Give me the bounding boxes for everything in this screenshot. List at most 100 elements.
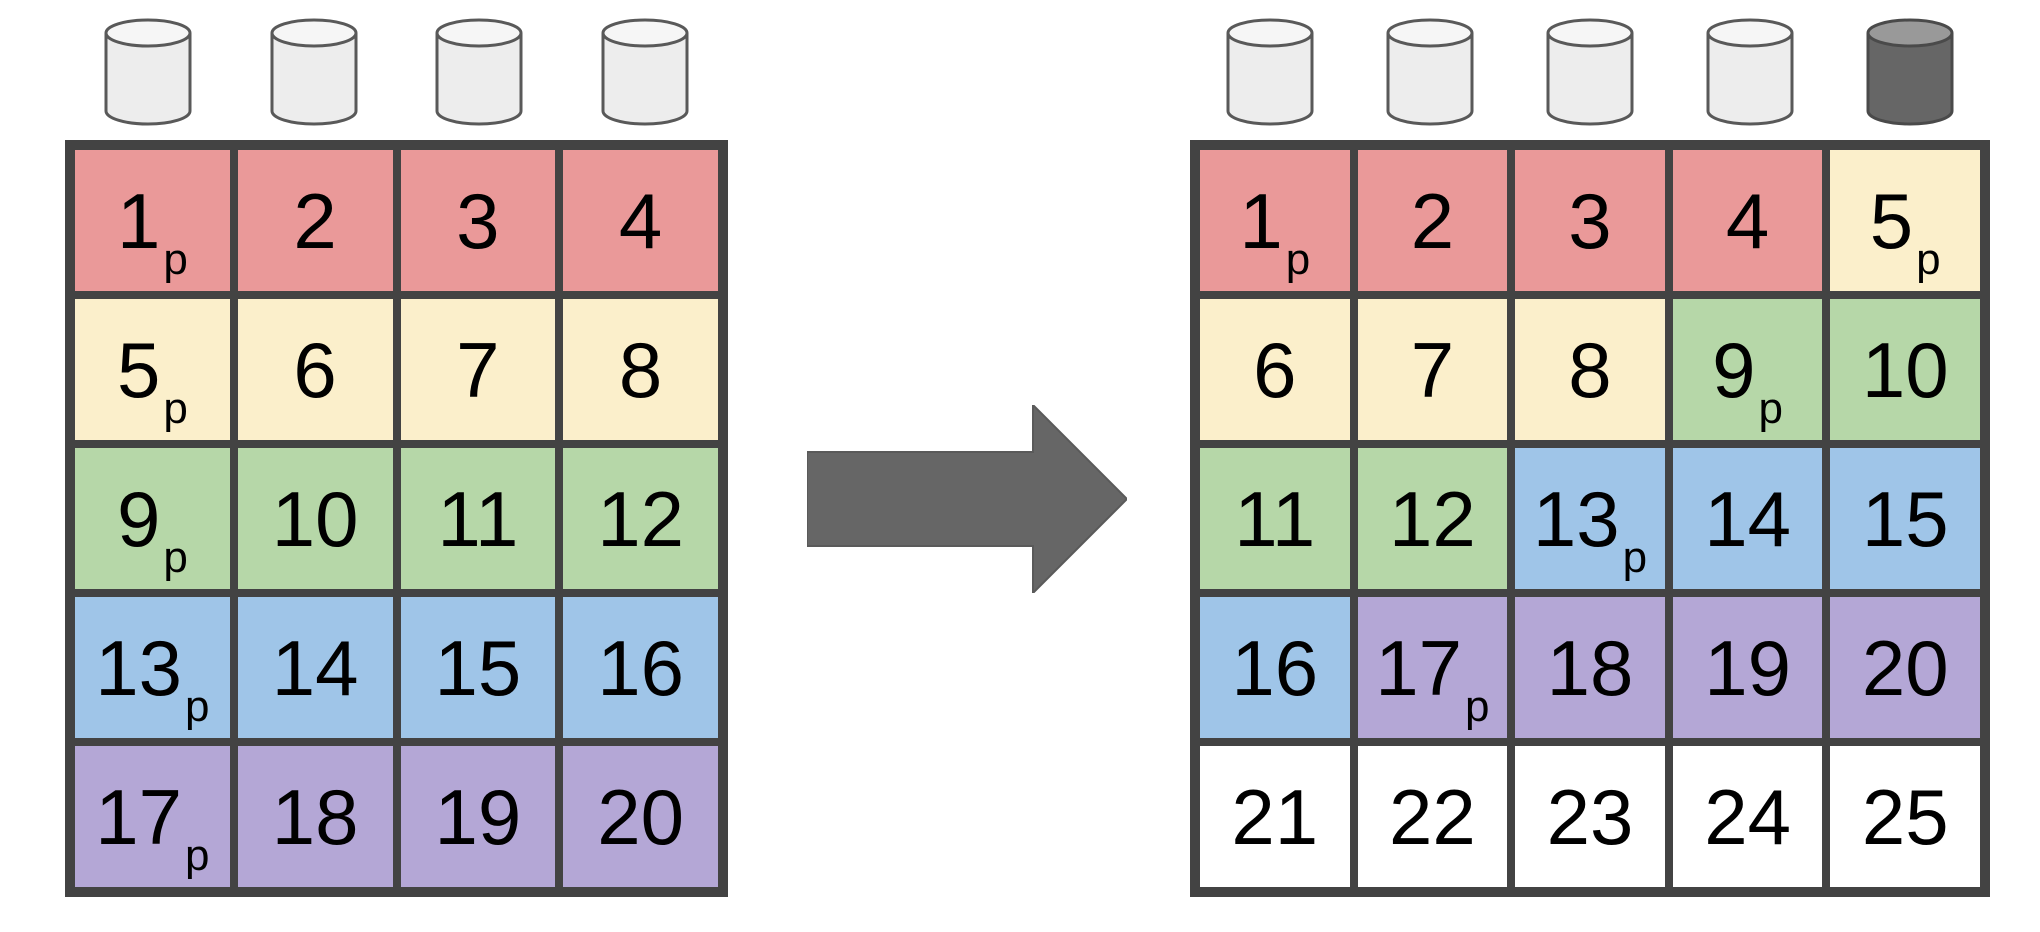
partition-cell: 16 — [563, 597, 718, 738]
right-arrow-shape — [806, 402, 1129, 596]
partition-number-value: 1 — [116, 176, 161, 265]
partition-cell: 23 — [1515, 746, 1665, 887]
partition-number: 11 — [1234, 480, 1315, 558]
disk-icon — [397, 16, 563, 128]
primary-subscript: p — [1916, 234, 1941, 284]
partition-cell: 19 — [1672, 597, 1823, 738]
partition-number: 7 — [456, 331, 499, 409]
partition-number-value: 8 — [1568, 325, 1612, 414]
partition-cell: 12 — [1357, 448, 1508, 589]
partition-number-value: 9 — [116, 474, 161, 563]
partition-cell: 8 — [563, 299, 718, 440]
disk-icon — [1670, 16, 1830, 128]
partition-number-value: 23 — [1546, 772, 1634, 861]
primary-subscript: p — [185, 681, 210, 731]
partition-cell: 22 — [1357, 746, 1508, 887]
partition-number-value: 18 — [271, 772, 359, 861]
partition-number: 20 — [597, 778, 684, 856]
partition-number-value: 2 — [1410, 176, 1455, 265]
partition-number-value: 12 — [597, 474, 684, 563]
partition-cell: 3 — [400, 150, 556, 291]
partition-number-value: 4 — [618, 176, 663, 265]
partition-number: 15 — [1862, 480, 1949, 558]
partition-number-value: 19 — [1704, 623, 1791, 712]
partition-cell: 15 — [400, 597, 556, 738]
partition-number: 16 — [1231, 629, 1318, 707]
partition-cell: 7 — [400, 299, 556, 440]
partition-number: 21 — [1231, 778, 1318, 856]
partition-number: 22 — [1389, 778, 1476, 856]
partition-number-value: 25 — [1861, 772, 1949, 861]
partition-cell: 12 — [563, 448, 718, 589]
partition-number-value: 7 — [1410, 325, 1455, 414]
partition-number-value: 1 — [1239, 176, 1283, 265]
partition-number: 7 — [1411, 331, 1454, 409]
primary-subscript: p — [163, 234, 188, 284]
partition-number-value: 4 — [1725, 176, 1770, 265]
partition-number-value: 16 — [597, 623, 684, 712]
partition-cell: 20 — [1830, 597, 1980, 738]
partition-number-value: 20 — [597, 772, 684, 861]
partition-number-value: 3 — [456, 176, 500, 265]
partition-cell: 19 — [400, 746, 556, 887]
partition-number-value: 9 — [1712, 325, 1756, 414]
partition-number: 6 — [1253, 331, 1296, 409]
partition-number-value: 11 — [437, 474, 519, 563]
partition-number: 8 — [619, 331, 662, 409]
partition-cell: 14 — [237, 597, 393, 738]
partition-number: 18 — [1547, 629, 1634, 707]
disk-icon — [1190, 16, 1350, 128]
partition-cell: 10 — [237, 448, 393, 589]
partition-number-value: 18 — [1546, 623, 1634, 712]
partition-number-value: 8 — [618, 325, 663, 414]
partition-number-value: 13 — [1532, 474, 1620, 563]
partition-number-value: 17 — [1375, 623, 1463, 712]
primary-subscript: p — [1622, 532, 1648, 582]
disk-icon — [1350, 16, 1510, 128]
partition-cell: 3 — [1515, 150, 1665, 291]
partition-number-value: 12 — [1389, 474, 1476, 563]
partition-cell: 25 — [1830, 746, 1980, 887]
partition-number-value: 15 — [1861, 474, 1949, 563]
disk-icon — [231, 16, 397, 128]
partition-number-value: 14 — [271, 623, 359, 712]
partition-number-value: 5 — [116, 325, 161, 414]
partition-number-value: 20 — [1861, 623, 1949, 712]
partition-number: 23 — [1547, 778, 1634, 856]
partition-cell: 11 — [400, 448, 556, 589]
disk-icon — [65, 16, 231, 128]
partition-number-value: 7 — [456, 325, 500, 414]
partition-cell: 11 — [1200, 448, 1350, 589]
partition-number: 3 — [456, 182, 499, 260]
partition-cell: 20 — [563, 746, 718, 887]
partition-number: 10 — [272, 480, 359, 558]
partition-number: 3 — [1568, 182, 1611, 260]
primary-subscript: p — [1758, 383, 1784, 433]
partition-number: 19 — [1704, 629, 1791, 707]
partition-number-value: 6 — [293, 325, 337, 414]
primary-subscript: p — [1285, 234, 1311, 284]
new-disk-icon — [1830, 16, 1990, 128]
partition-cell: 2 — [237, 150, 393, 291]
partition-number-value: 19 — [434, 772, 522, 861]
partition-number: 2 — [293, 182, 336, 260]
primary-subscript: p — [163, 383, 188, 433]
